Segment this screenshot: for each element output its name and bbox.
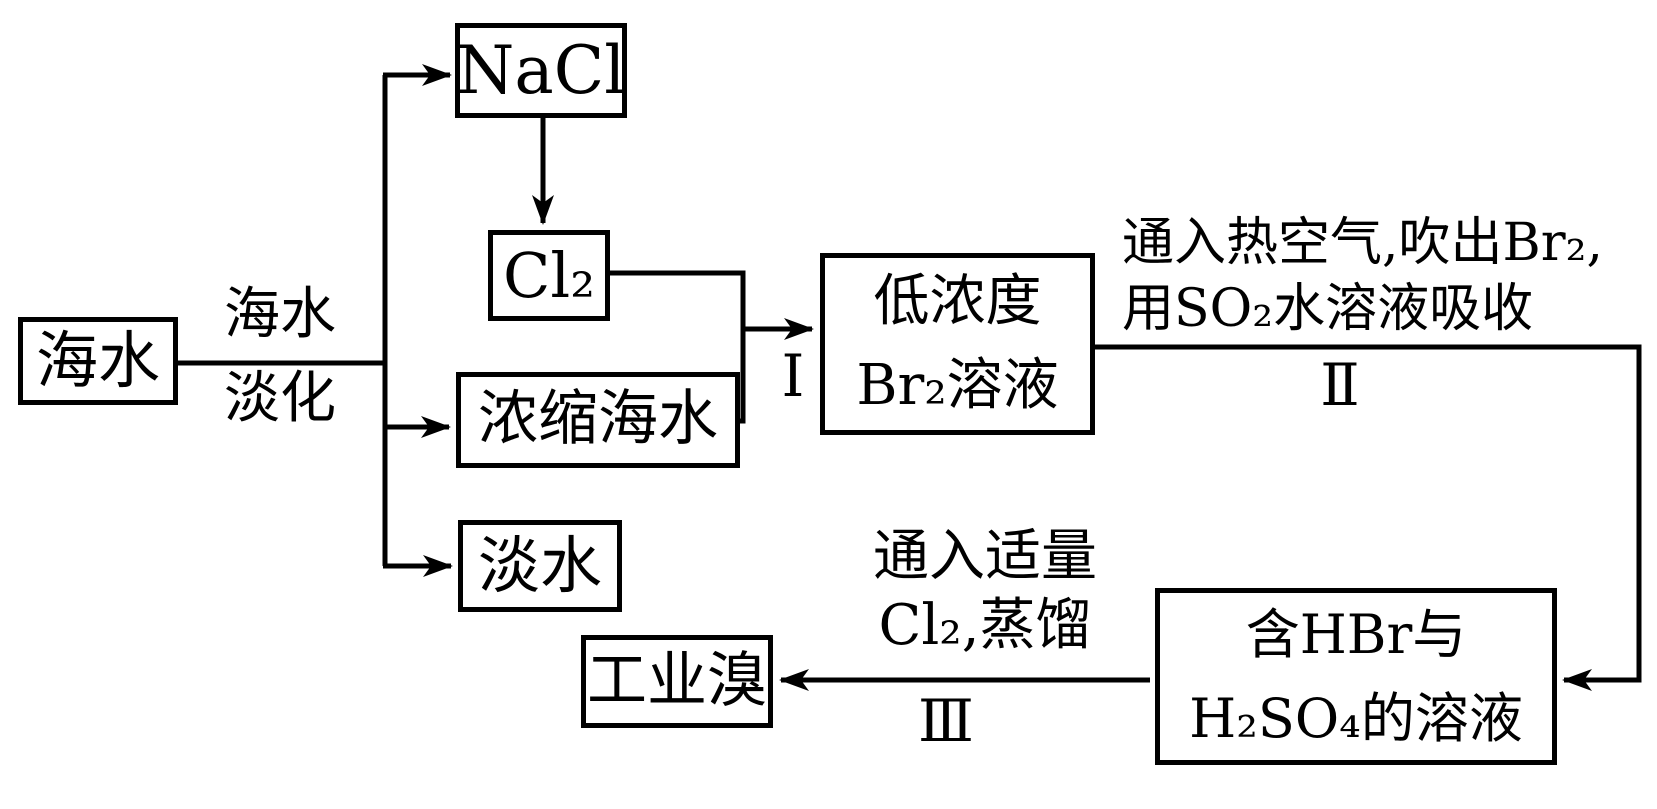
node-low-concentration-br2: 低浓度 Br₂溶液 bbox=[820, 253, 1095, 435]
label-desalination-line1: 海水 bbox=[224, 282, 336, 347]
node-industrial-bromine-label: 工业溴 bbox=[587, 645, 767, 716]
node-hbr-h2so4-line2: H₂SO₄的溶液 bbox=[1189, 686, 1523, 750]
node-cl2: Cl₂ bbox=[488, 230, 610, 321]
node-nacl-label: NaCl bbox=[456, 31, 626, 109]
label-step2-condition-line2: 用SO₂水溶液吸收 bbox=[1122, 279, 1534, 339]
label-step2-numeral: Ⅱ bbox=[1320, 351, 1360, 419]
label-step3-condition-line1: 通入适量 bbox=[873, 524, 1097, 589]
node-seawater: 海水 bbox=[18, 317, 178, 405]
label-step3-condition-line2: Cl₂,蒸馏 bbox=[878, 593, 1092, 658]
node-seawater-label: 海水 bbox=[35, 324, 160, 398]
label-step3-numeral: Ⅲ bbox=[918, 687, 974, 755]
node-nacl: NaCl bbox=[455, 23, 627, 118]
label-step1-numeral: Ⅰ bbox=[781, 342, 805, 410]
arrow-step2-lowbr2-to-hbr bbox=[1095, 344, 1642, 691]
node-industrial-bromine: 工业溴 bbox=[581, 635, 773, 728]
label-step2-condition: 通入热空气,吹出Br₂, 用SO₂水溶液吸收 bbox=[1122, 210, 1657, 342]
node-low-concentration-br2-line1: 低浓度 bbox=[873, 269, 1042, 334]
node-low-concentration-br2-line2: Br₂溶液 bbox=[856, 353, 1059, 418]
node-concentrated-seawater-label: 浓缩海水 bbox=[478, 384, 718, 455]
label-step2-condition-line1: 通入热空气,吹出Br₂, bbox=[1122, 213, 1603, 273]
node-hbr-h2so4-solution: 含HBr与 H₂SO₄的溶液 bbox=[1155, 588, 1557, 765]
line-cl2-and-concentrated-merge bbox=[608, 270, 746, 424]
node-cl2-label: Cl₂ bbox=[502, 238, 596, 312]
label-step3-condition: 通入适量 Cl₂,蒸馏 bbox=[815, 522, 1155, 660]
node-hbr-h2so4-line1: 含HBr与 bbox=[1245, 602, 1467, 666]
node-fresh-water: 淡水 bbox=[458, 520, 622, 612]
node-fresh-water-label: 淡水 bbox=[477, 529, 602, 603]
node-concentrated-seawater: 浓缩海水 bbox=[456, 372, 740, 468]
label-desalination-line2: 淡化 bbox=[224, 366, 336, 431]
label-desalination: 海水 淡化 bbox=[205, 273, 355, 441]
